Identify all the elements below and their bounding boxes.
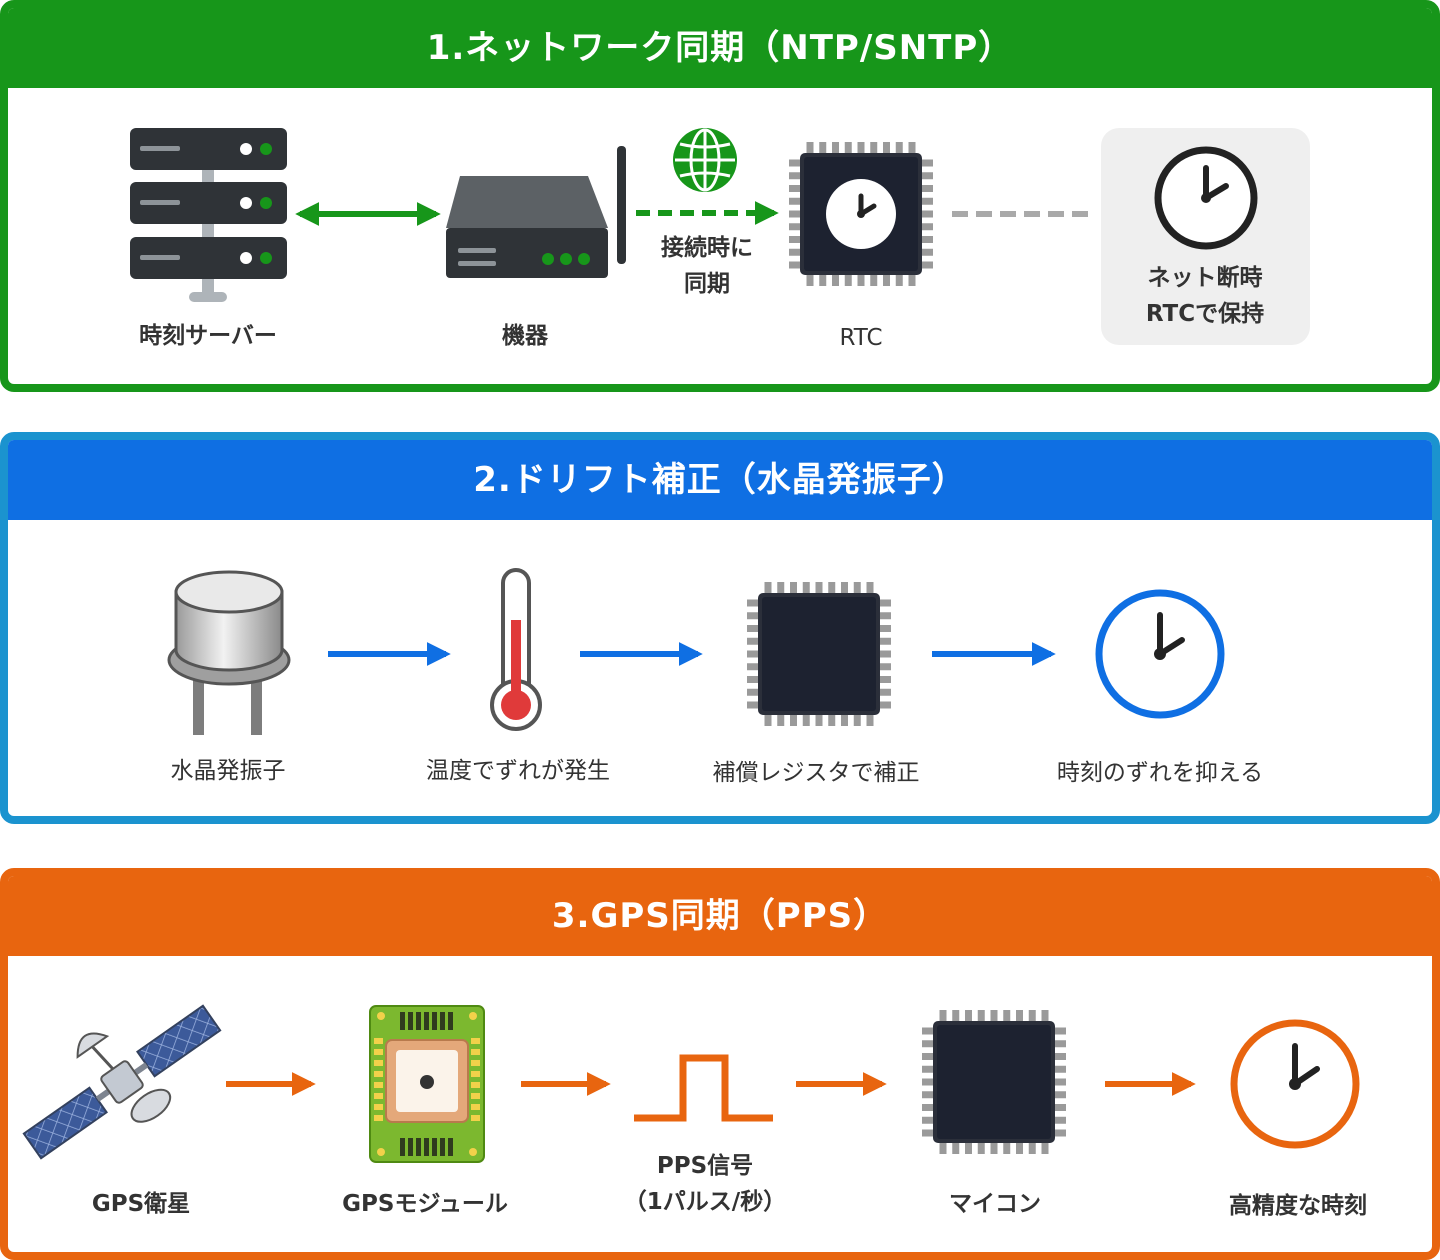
drift-correction-diagram bbox=[167, 568, 1225, 735]
label-pps-line2: （1パルス/秒） bbox=[623, 1189, 787, 1215]
clock-icon bbox=[1154, 146, 1258, 250]
label-sync-line1: 接続時に bbox=[661, 235, 753, 261]
section-title: 1.ネットワーク同期（NTP/SNTP） bbox=[8, 8, 1432, 88]
section-title: 2.ドリフト補正（水晶発振子） bbox=[8, 440, 1432, 520]
clock-icon bbox=[1230, 1019, 1360, 1149]
mcu-chip-icon bbox=[922, 1010, 1066, 1154]
label-hold-line1: ネット断時 bbox=[1147, 265, 1263, 291]
label-rtc-hold: ネット断時 RTCで保持 bbox=[1146, 260, 1264, 332]
label-pps-signal: PPS信号 （1パルス/秒） bbox=[624, 1148, 786, 1220]
rtc-chip-icon bbox=[789, 142, 933, 286]
router-icon bbox=[446, 146, 626, 278]
label-crystal: 水晶発振子 bbox=[170, 758, 286, 784]
label-device: 機器 bbox=[502, 323, 548, 349]
satellite-icon bbox=[22, 1004, 222, 1160]
section-title: 3.GPS同期（PPS） bbox=[8, 876, 1432, 956]
globe-icon bbox=[673, 128, 737, 192]
pps-pulse-icon bbox=[634, 1054, 773, 1122]
gps-module-icon bbox=[369, 1005, 485, 1163]
section-gps-sync: 3.GPS同期（PPS） bbox=[0, 868, 1440, 1260]
label-compensation-register: 補償レジスタで補正 bbox=[712, 760, 920, 786]
label-precise-time: 高精度な時刻 bbox=[1229, 1193, 1367, 1219]
label-time-server: 時刻サーバー bbox=[139, 323, 277, 349]
clock-icon bbox=[1095, 589, 1225, 719]
label-suppress-drift: 時刻のずれを抑える bbox=[1056, 760, 1264, 786]
label-rtc: RTC bbox=[839, 325, 883, 351]
label-pps-line1: PPS信号 bbox=[656, 1153, 754, 1179]
label-temperature-drift: 温度でずれが発生 bbox=[426, 758, 610, 784]
label-sync-on-connect: 接続時に 同期 bbox=[661, 230, 753, 302]
network-sync-diagram bbox=[130, 128, 1258, 302]
label-sync-line2: 同期 bbox=[684, 271, 730, 297]
server-icon bbox=[130, 128, 287, 302]
section-network-sync: 1.ネットワーク同期（NTP/SNTP） bbox=[0, 0, 1440, 392]
thermometer-icon bbox=[490, 568, 542, 731]
label-hold-line2: RTCで保持 bbox=[1145, 301, 1265, 327]
label-gps-module: GPSモジュール bbox=[342, 1191, 508, 1217]
gps-sync-diagram bbox=[22, 1004, 1360, 1163]
label-mcu: マイコン bbox=[949, 1191, 1041, 1217]
section-drift-correction: 2.ドリフト補正（水晶発振子） bbox=[0, 432, 1440, 824]
label-gps-satellite: GPS衛星 bbox=[91, 1191, 191, 1217]
crystal-oscillator-icon bbox=[167, 570, 291, 735]
compensation-chip-icon bbox=[747, 582, 891, 726]
